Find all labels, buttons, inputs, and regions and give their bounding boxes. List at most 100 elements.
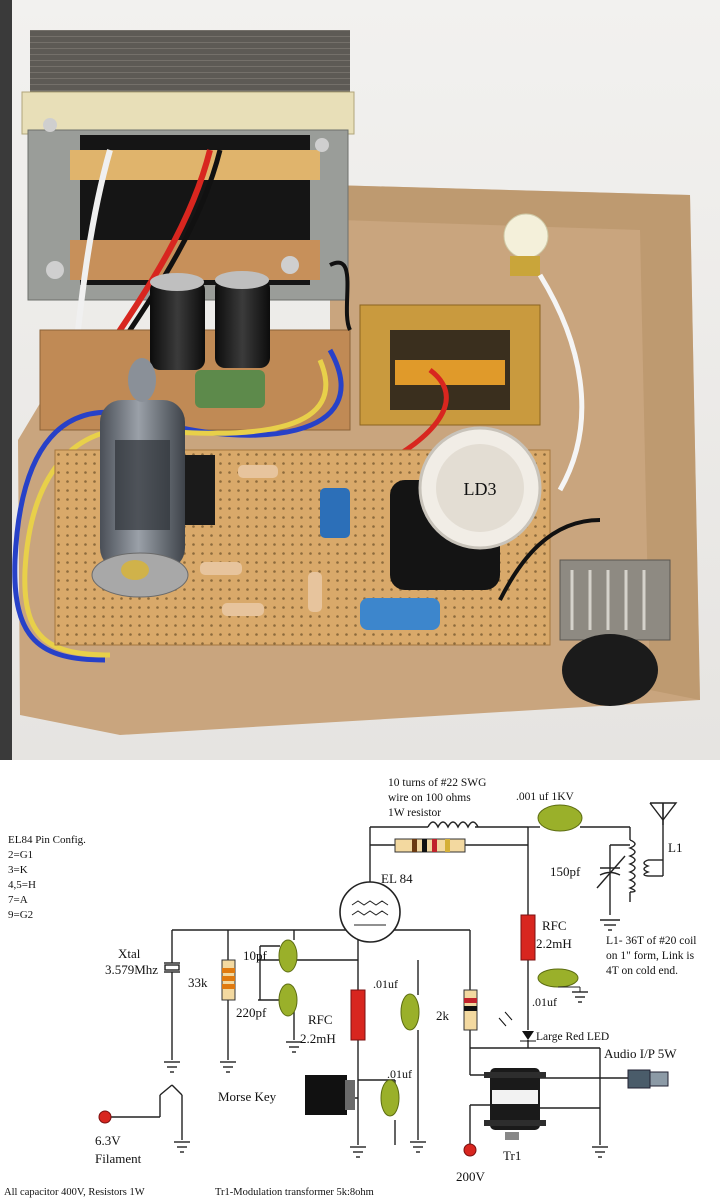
- pilot-lamp: [503, 213, 549, 259]
- coil-note-line-2: wire on 100 ohms: [388, 792, 471, 804]
- band: [432, 839, 437, 852]
- tube-label: EL 84: [381, 871, 413, 886]
- plate-rfc-value: 2.2mH: [536, 936, 572, 951]
- xtal-frequency: 3.579Mhz: [105, 962, 158, 977]
- tank-variable-capacitor: [596, 844, 630, 889]
- resistor-3: [222, 603, 264, 616]
- hv-terminal: [463, 1143, 477, 1157]
- blue-capacitor-small: [320, 488, 350, 538]
- led-symbol: [522, 1031, 534, 1040]
- power-transformer: [21, 30, 355, 301]
- relay-block: [185, 455, 215, 525]
- audio-jack: [627, 1069, 669, 1089]
- band: [445, 839, 450, 852]
- schematic-labels: 10 turns of #22 SWG wire on 100 ohms 1W …: [4, 777, 697, 1198]
- tuning-knob: [562, 634, 658, 706]
- filament-voltage: 6.3V: [95, 1133, 121, 1148]
- link-coil: [643, 859, 650, 877]
- green-resistor: [195, 370, 265, 408]
- band: [222, 976, 235, 981]
- blue-wire: [12, 348, 344, 663]
- modulation-transformer: [359, 304, 541, 426]
- footer-left: All capacitor 400V, Resistors 1W: [4, 1187, 145, 1198]
- audio-label: Audio I/P 5W: [604, 1046, 677, 1061]
- el84-config-title: EL84 Pin Config.: [8, 834, 86, 846]
- cathode-rfc: [350, 989, 366, 1041]
- screen-res-label: 2k: [436, 1008, 450, 1023]
- antenna-symbol: [649, 802, 678, 825]
- bypass3-label: .01uf: [387, 1067, 412, 1081]
- resistor-2: [200, 562, 242, 575]
- grid-cap-label: 10pf: [243, 948, 268, 963]
- el84-tube-symbol: [339, 881, 401, 943]
- el84-config-line: 7=A: [8, 894, 28, 906]
- schematic-wires: [108, 803, 664, 1145]
- coil-form-resistor: [394, 838, 466, 853]
- cap-01uf-cathode: [400, 993, 420, 1031]
- band: [464, 998, 477, 1003]
- plate-rfc: [520, 914, 536, 961]
- filter-capacitors: [150, 271, 270, 370]
- cardboard-shadow: [330, 185, 700, 700]
- l1-spec-line-1: L1- 36T of #20 coil: [606, 935, 697, 947]
- el84-config-line: 2=G1: [8, 849, 33, 861]
- band: [222, 968, 235, 973]
- fb-cap-label: 220pf: [236, 1005, 267, 1020]
- coil-symbol: [427, 821, 479, 829]
- blue-capacitor-large: [360, 598, 440, 630]
- resistor-1: [238, 465, 278, 478]
- hv-capacitor: [537, 804, 583, 832]
- pot-core-coil: LD3: [390, 426, 542, 590]
- band: [222, 984, 235, 989]
- hv-label: 200V: [456, 1169, 486, 1184]
- footer-right: Tr1-Modulation transformer 5k:8ohm: [215, 1187, 374, 1198]
- l1-label: L1: [668, 840, 682, 855]
- yellow-wire: [22, 359, 329, 658]
- cath-rfc-value: 2.2mH: [300, 1031, 336, 1046]
- el84-tube: [91, 358, 189, 598]
- l1-spec-line-2: on 1" form, Link is: [606, 950, 695, 962]
- hv-cap-label: .001 uf 1KV: [516, 791, 575, 803]
- coil-note-line-3: 1W resistor: [388, 807, 441, 819]
- el84-config-line: 4,5=H: [8, 879, 36, 891]
- band: [422, 839, 427, 852]
- transmitter-schematic: 10 turns of #22 SWG wire on 100 ohms 1W …: [4, 777, 697, 1198]
- led-ray: [504, 1011, 513, 1021]
- xtal-label: Xtal: [118, 946, 141, 961]
- black-lead: [329, 260, 352, 331]
- band: [412, 839, 417, 852]
- lamp-base: [510, 256, 540, 276]
- tr1-label: Tr1: [503, 1148, 521, 1163]
- led-label: Large Red LED: [536, 1031, 609, 1043]
- tr1-transformer: [484, 1068, 546, 1140]
- cap-220pf: [278, 983, 298, 1017]
- cath-rfc-label: RFC: [308, 1012, 333, 1027]
- cap-01uf-plate: [537, 968, 579, 988]
- variable-capacitor: [559, 559, 671, 641]
- band: [464, 1006, 477, 1011]
- bypass1-label: .01uf: [373, 977, 398, 991]
- plate-rfc-label: RFC: [542, 918, 567, 933]
- crystal-symbol: [164, 962, 180, 973]
- black-lead-2: [498, 518, 601, 601]
- l1-coil: [628, 839, 636, 893]
- el84-config-line: 9=G2: [8, 909, 33, 921]
- el84-config-line: 3=K: [8, 864, 28, 876]
- coil-note-line-1: 10 turns of #22 SWG: [388, 777, 486, 789]
- transmitter-photo: LD3: [0, 0, 720, 760]
- filament-label: Filament: [95, 1151, 142, 1166]
- tank-cap-label: 150pf: [550, 864, 581, 879]
- coil-lid-marking: LD3: [464, 479, 497, 499]
- cap-10pf: [278, 939, 298, 973]
- filament-terminal: [98, 1110, 112, 1124]
- cap-01uf-key: [380, 1079, 400, 1117]
- morse-key-label: Morse Key: [218, 1089, 277, 1104]
- grid-res-label: 33k: [188, 975, 208, 990]
- l1-spec-line-3: 4T on cold end.: [606, 965, 678, 977]
- lamp-wire: [537, 273, 585, 492]
- morse-key-jack: [305, 1075, 355, 1115]
- photo-left-edge: [0, 0, 12, 760]
- bypass2-label: .01uf: [532, 995, 557, 1009]
- led-ray: [498, 1017, 507, 1027]
- resistor-4: [308, 572, 322, 612]
